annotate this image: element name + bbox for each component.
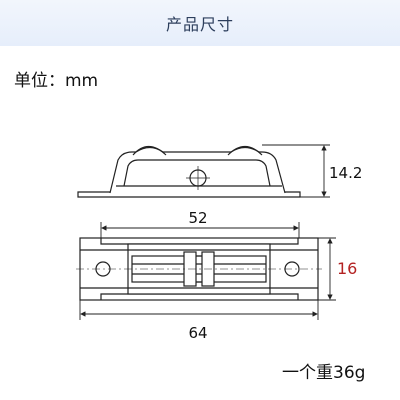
width-dimension-label: 16 (337, 259, 357, 278)
inner-length-label: 52 (188, 209, 207, 227)
total-length-dimension (79, 300, 319, 320)
unit-label: 单位：mm (14, 71, 99, 91)
header-banner: 产品尺寸 (0, 0, 400, 46)
page-title: 产品尺寸 (165, 15, 234, 34)
total-length-label: 64 (188, 324, 207, 342)
weight-label: 一个重36g (282, 363, 366, 383)
height-dimension-label: 14.2 (329, 164, 362, 182)
height-dimension (262, 144, 330, 198)
width-dimension (318, 237, 336, 301)
top-view (76, 237, 322, 301)
inner-length-dimension (100, 222, 300, 240)
side-view (77, 145, 301, 198)
